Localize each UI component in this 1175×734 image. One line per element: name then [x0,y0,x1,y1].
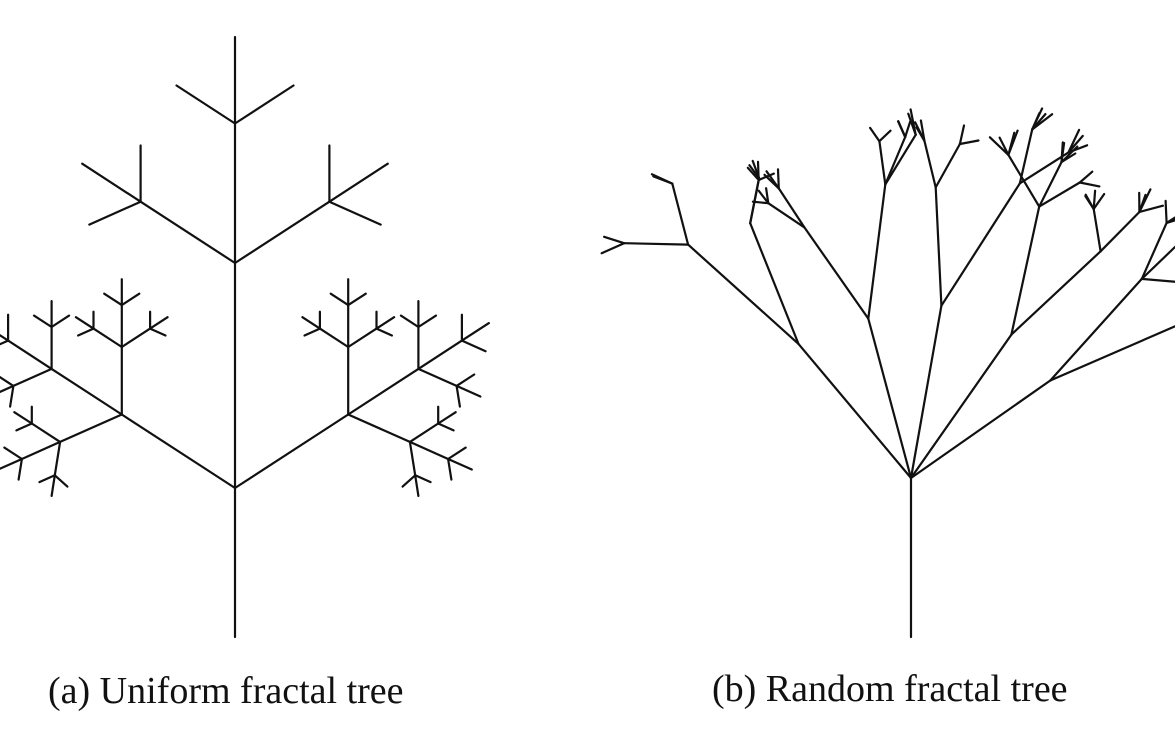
branch-segment [1142,279,1175,283]
branch-segment [779,188,805,227]
branch-segment [624,243,688,244]
branch-segment [1101,212,1140,251]
branch-segment [758,162,759,180]
main-branch-segment [911,381,1050,479]
branch-segment [1062,142,1063,162]
branch-segment [1142,223,1167,279]
branch-segment [990,137,1009,155]
branch-segment [653,176,672,183]
branch-segment [885,137,905,184]
branch-segment [924,141,935,188]
branch-segment [1085,196,1093,209]
branch-segment [804,227,868,318]
main-branch-segment [911,335,1011,478]
branch-segment [960,126,964,145]
branch-segment [905,121,910,137]
branch-segment [1094,209,1101,251]
branch-segment [1080,172,1093,183]
branch-segment [879,131,890,142]
branch-segment [868,184,885,318]
caption-random-tree: (b) Random fractal tree [712,670,1068,708]
branch-segment [1166,201,1167,223]
branch-segment [778,169,779,188]
branch-segment [672,184,688,245]
branch-segment [1000,138,1009,155]
branch-segment [1011,251,1100,334]
branch-segment [768,203,804,227]
branch-segment [870,128,879,141]
branch-segment [879,141,885,184]
caption-uniform-tree: (a) Uniform fractal tree [48,672,404,710]
branch-segment [602,243,625,253]
branch-segment [688,245,798,344]
branch-segment [885,135,915,185]
main-branch-segment [911,306,941,478]
branch-segment [750,223,798,344]
branch-segment [941,183,1020,305]
branch-segment [604,237,624,243]
branch-segment [1080,183,1100,187]
branch-segment [898,121,905,137]
branch-segment [960,141,979,145]
branch-segment [936,144,960,187]
branch-segment [1050,279,1142,381]
branch-segment [936,187,942,305]
branch-segment [1050,321,1175,380]
branch-segment [1011,207,1039,335]
